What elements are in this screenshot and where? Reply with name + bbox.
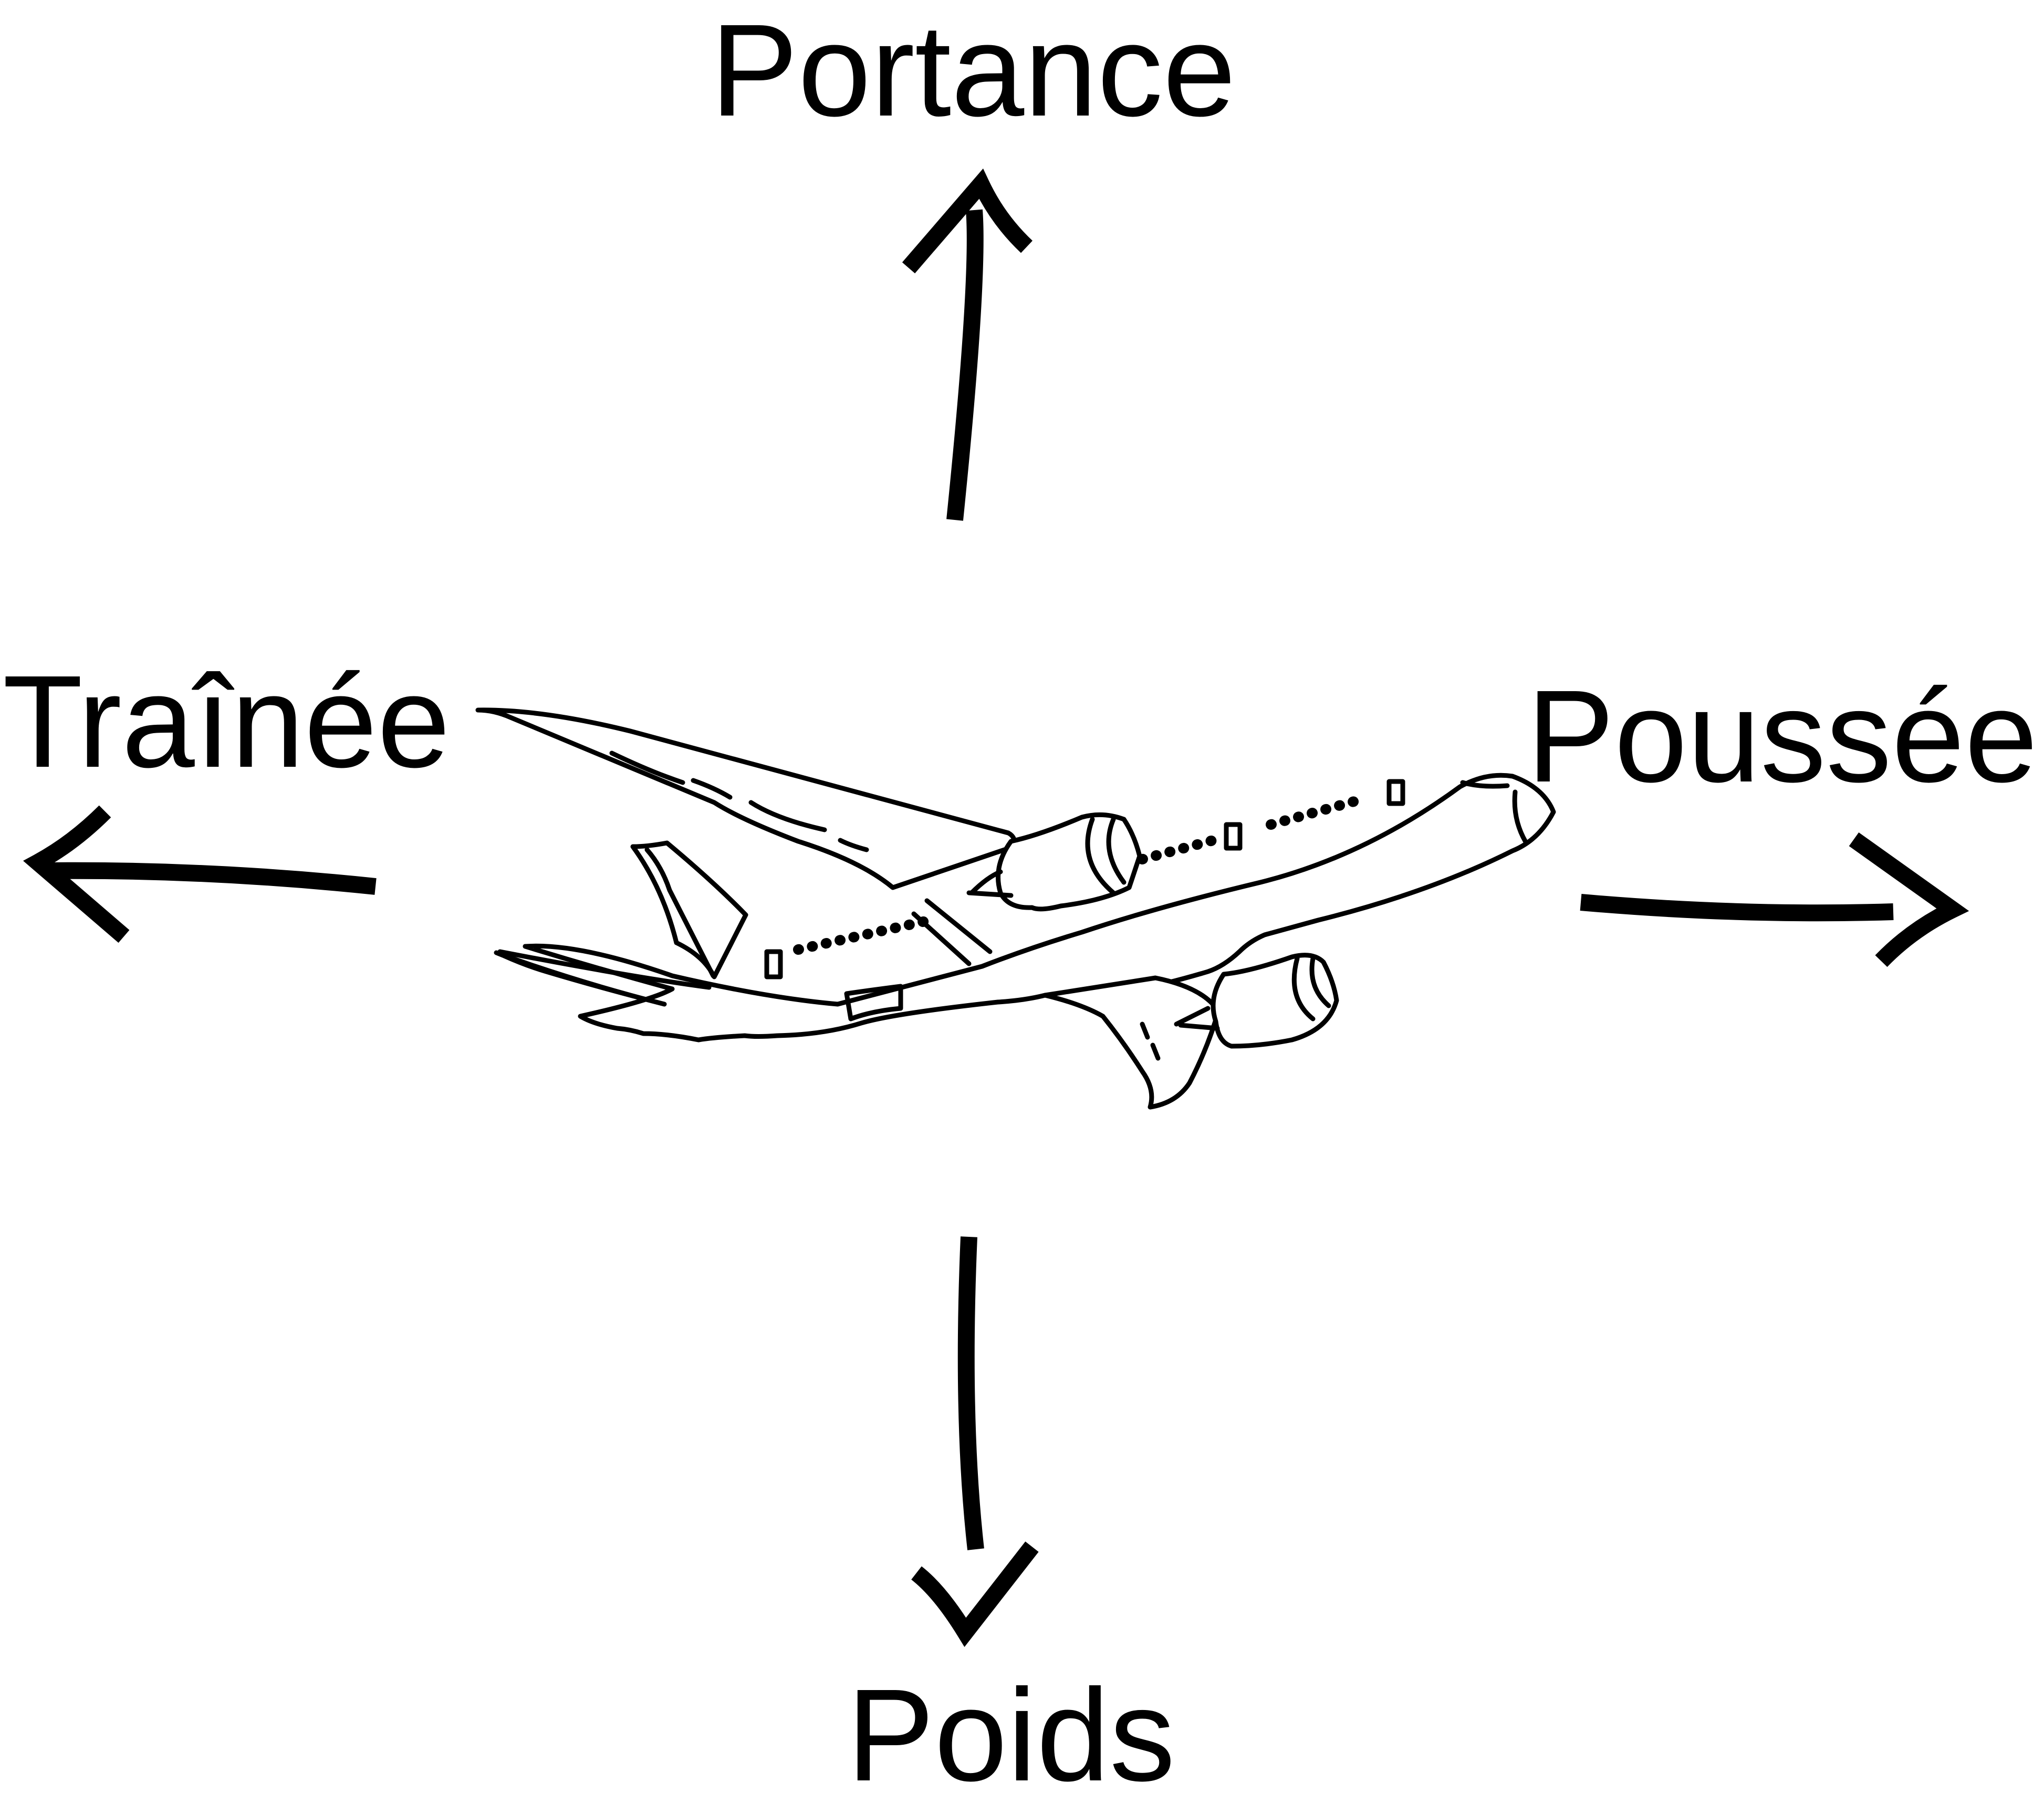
door-mid bbox=[1224, 822, 1243, 851]
cockpit-strip bbox=[1460, 780, 1510, 789]
vertical-fin bbox=[630, 840, 748, 979]
landing-gear-front bbox=[844, 984, 903, 1021]
right-engine bbox=[1211, 953, 1339, 1049]
cabin-windows-rear bbox=[793, 914, 940, 955]
fuselage bbox=[523, 773, 1556, 1042]
cabin-windows-mid bbox=[1137, 835, 1218, 864]
fin-edge bbox=[644, 847, 716, 978]
left-engine-inlet bbox=[1085, 817, 1127, 895]
thrust-arrow-head bbox=[1849, 832, 1969, 967]
airplane-icon bbox=[475, 707, 1556, 1110]
drag-label: Traînée bbox=[3, 648, 450, 795]
door-rear bbox=[764, 949, 783, 979]
drag-arrow bbox=[23, 805, 377, 943]
lift-arrow-shaft bbox=[946, 209, 984, 521]
door-front bbox=[1386, 779, 1405, 806]
horizontal-stabilizer bbox=[494, 950, 667, 1007]
lift-arrow bbox=[902, 168, 1033, 521]
weight-arrow-head bbox=[911, 1541, 1039, 1648]
left-wing-flap bbox=[609, 750, 869, 852]
right-wing bbox=[1042, 975, 1221, 1110]
left-wing bbox=[475, 707, 1017, 890]
left-engine-pylon bbox=[966, 869, 1014, 898]
drag-arrow-shaft bbox=[48, 862, 377, 895]
cabin-windows-front bbox=[1266, 793, 1371, 830]
left-engine bbox=[996, 812, 1142, 912]
weight-arrow-shaft bbox=[957, 1236, 984, 1550]
cockpit-window bbox=[1512, 789, 1528, 845]
right-engine-pylon bbox=[1174, 1006, 1220, 1031]
right-wing-flap bbox=[1140, 1021, 1161, 1061]
stabilizer-edge bbox=[497, 949, 712, 990]
thrust-label: Poussée bbox=[1527, 663, 2038, 809]
lift-label: Portance bbox=[711, 0, 1236, 143]
lift-arrow-head bbox=[902, 168, 1033, 274]
drag-arrow-head bbox=[23, 805, 130, 943]
thrust-arrow-shaft bbox=[1580, 894, 1894, 922]
thrust-arrow bbox=[1580, 832, 1969, 967]
right-engine-inlet bbox=[1291, 956, 1331, 1021]
weight-arrow bbox=[911, 1236, 1039, 1648]
landing-gear-rear bbox=[911, 898, 993, 966]
weight-label: Poids bbox=[847, 1662, 1175, 1808]
